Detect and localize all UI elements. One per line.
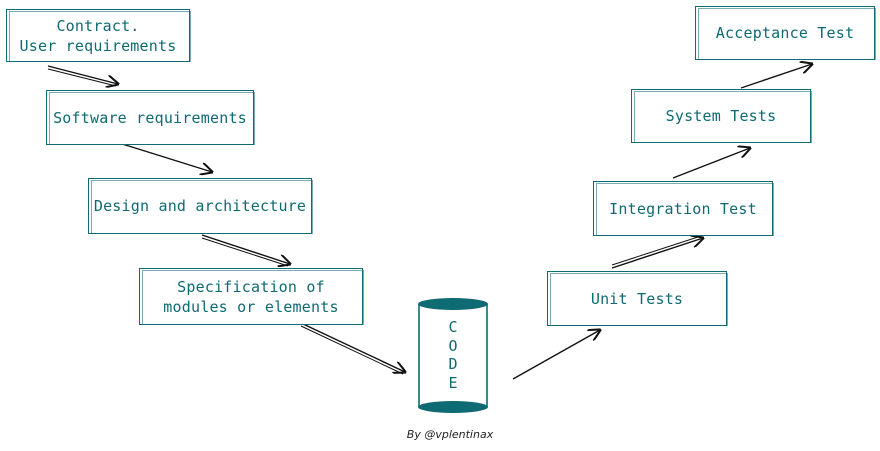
arrow-code-to-unit — [512, 330, 600, 380]
code-letter: O — [448, 336, 458, 355]
arrow-spec-to-code — [300, 322, 405, 375]
arrow-software-to-design — [115, 141, 212, 172]
module-specification-box: Specification of modules or elements — [139, 268, 364, 325]
code-cylinder — [418, 298, 488, 413]
module-specification-label: Specification of modules or elements — [163, 277, 339, 316]
author-credit: By @vplentinax — [406, 428, 494, 441]
unit-tests-label: Unit Tests — [590, 289, 684, 308]
contract-user-requirements-label: Contract. User requirements — [19, 16, 177, 55]
integration-test-box: Integration Test — [593, 181, 774, 236]
code-letter: D — [448, 355, 458, 373]
arrow-system-to-acceptance — [740, 64, 812, 89]
system-tests-label: System Tests — [665, 107, 777, 125]
code-label: C O D E — [416, 318, 490, 392]
acceptance-test-box: Acceptance Test — [695, 6, 876, 60]
software-requirements-label: Software requirements — [53, 108, 247, 127]
arrow-integration-to-system — [672, 148, 750, 179]
software-requirements-box: Software requirements — [46, 90, 255, 145]
acceptance-test-label: Acceptance Test — [715, 24, 855, 42]
code-letter: E — [448, 373, 458, 392]
contract-user-requirements-box: Contract. User requirements — [6, 9, 191, 62]
integration-test-label: Integration Test — [609, 199, 757, 218]
design-architecture-label: Design and architecture — [93, 197, 307, 215]
code-letter: C — [448, 318, 458, 336]
arrow-unit-to-integration — [611, 236, 703, 269]
design-architecture-box: Design and architecture — [88, 178, 313, 234]
arrow-design-to-spec — [201, 234, 290, 266]
unit-tests-box: Unit Tests — [547, 271, 728, 326]
system-tests-box: System Tests — [631, 89, 812, 143]
arrow-contract-to-software — [47, 65, 118, 86]
